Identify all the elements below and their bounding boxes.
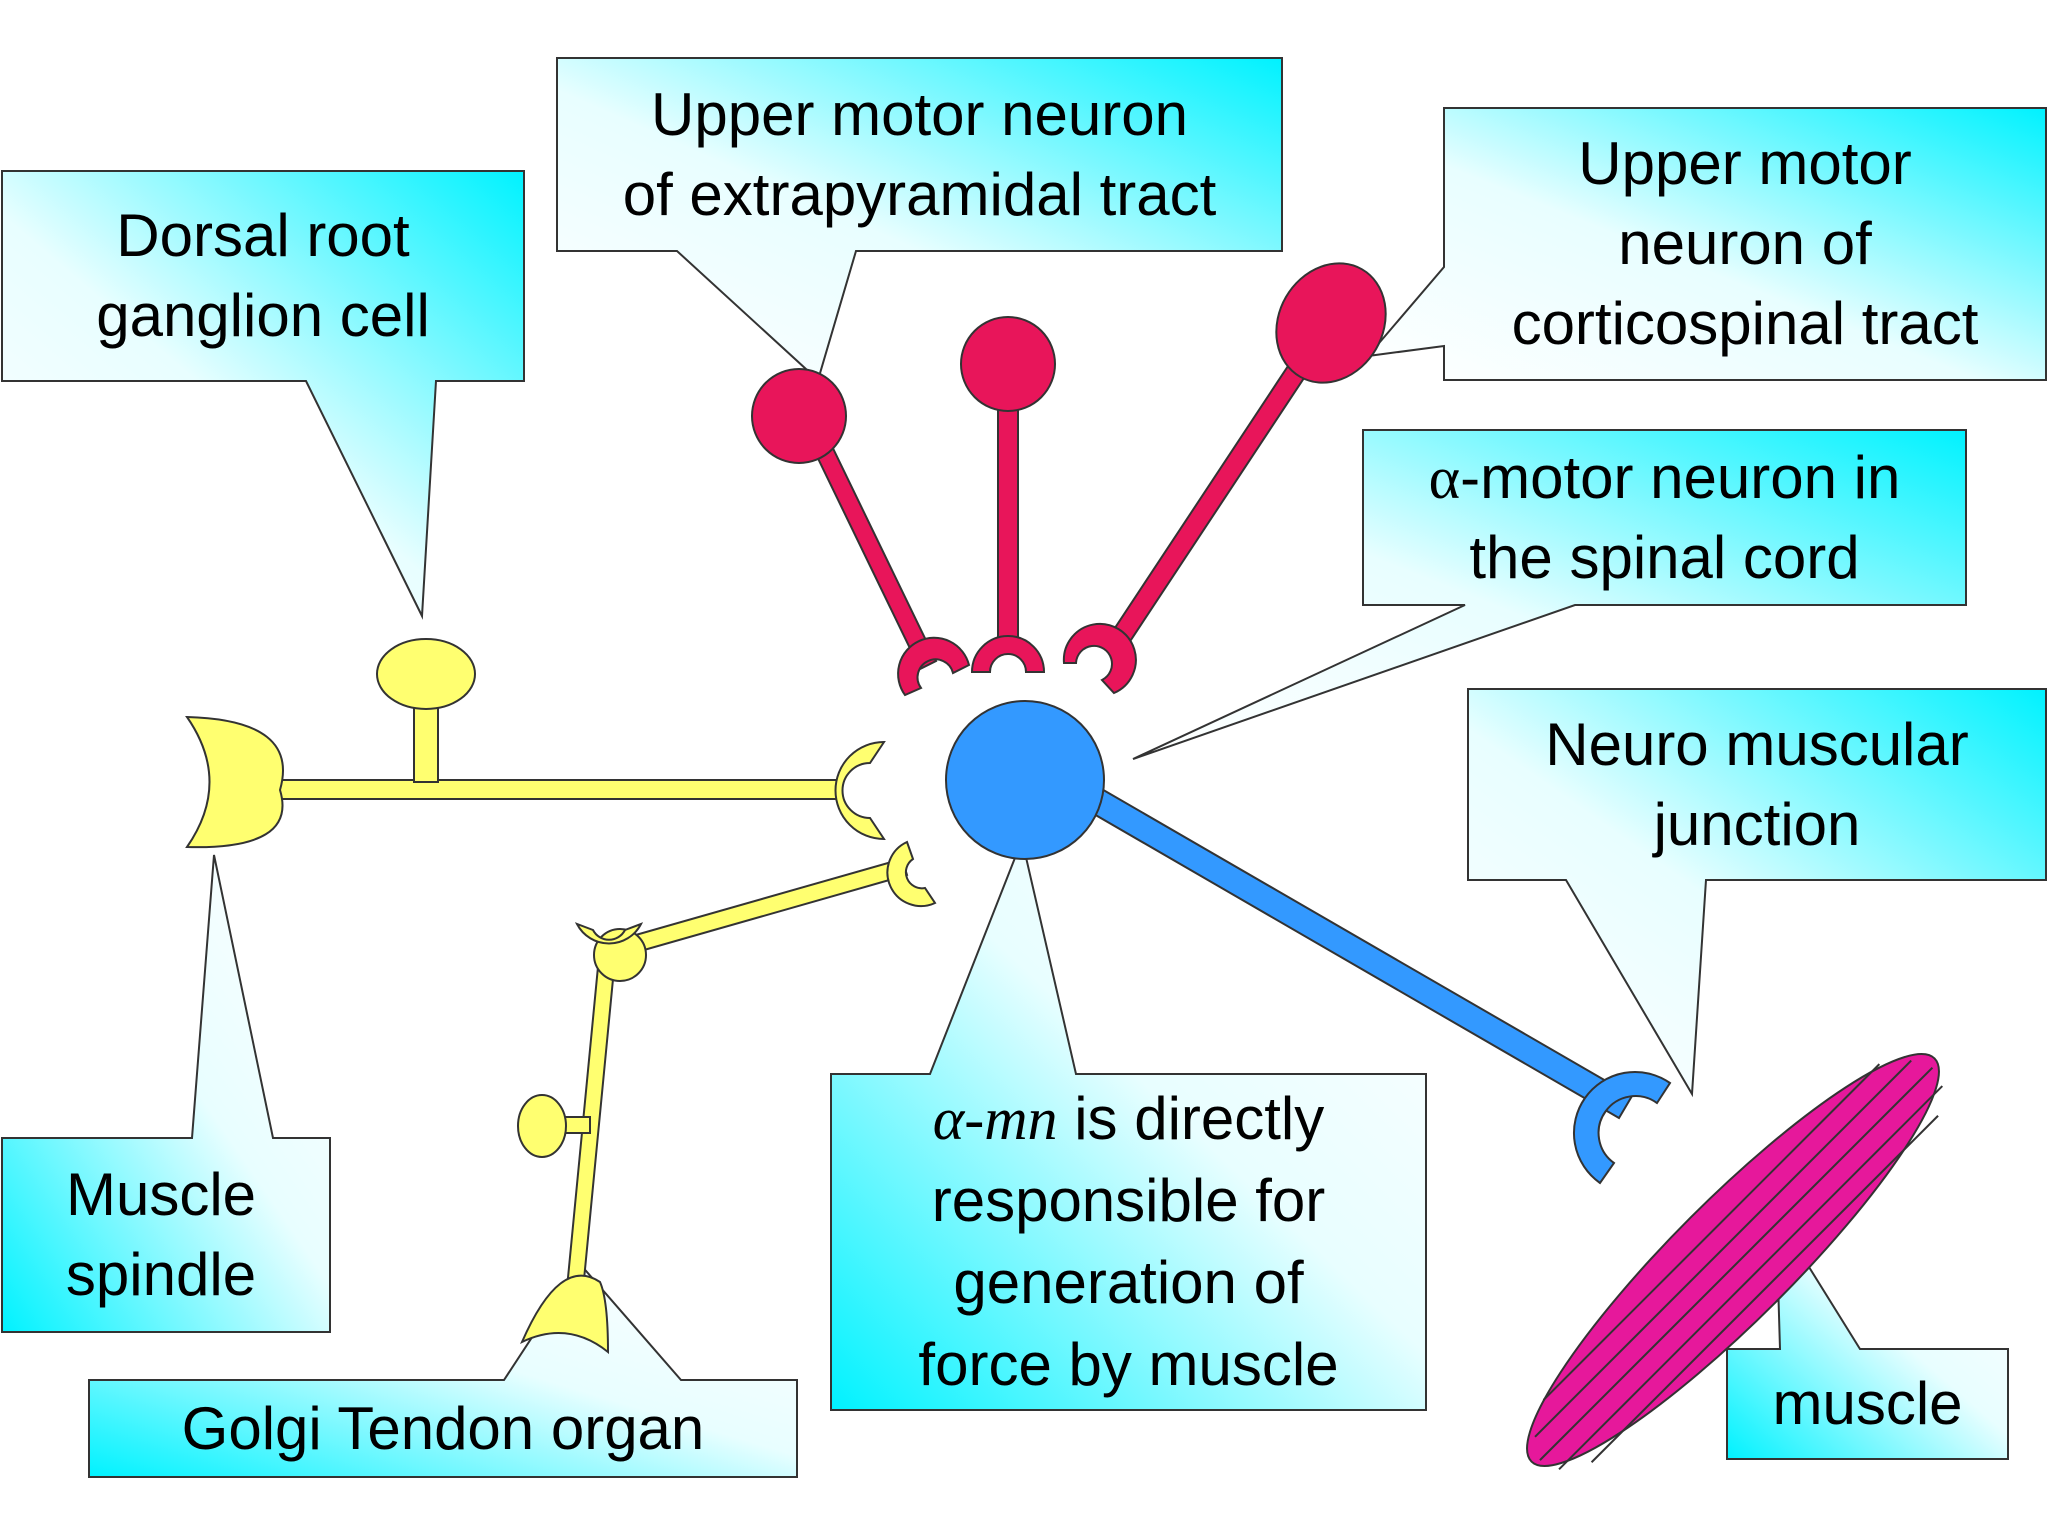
label-alpha-mn-line4: force by muscle — [918, 1331, 1339, 1398]
label-dorsal-root-line2: ganglion cell — [96, 282, 430, 349]
label-alpha-motor: α-motor neuron in the spinal cord — [1363, 430, 1966, 605]
callout-dorsal-root — [1, 170, 525, 620]
label-neuromuscular: Neuro muscular junction — [1468, 689, 2046, 880]
callout-alpha-mn — [830, 836, 1427, 1411]
synapse-cup-right — [1062, 622, 1137, 695]
callout-alpha-motor — [1132, 429, 1967, 760]
label-muscle-line1: muscle — [1772, 1370, 1963, 1437]
golgi-soma — [517, 1094, 567, 1158]
callout-upper-corticospinal — [1365, 107, 2047, 381]
golgi-synapse-cup-spinal — [886, 840, 937, 908]
label-upper-corticospinal-line1: Upper motor — [1578, 130, 1912, 197]
synapse-cup-left — [897, 636, 971, 697]
dorsal-root-stalk — [413, 699, 439, 783]
muscle-body — [1526, 1053, 1944, 1471]
upper-neuron-axon-right — [1103, 361, 1308, 657]
upper-neuron-axon-left — [809, 434, 938, 671]
callout-muscle-spindle — [1, 854, 331, 1333]
label-upper-corticospinal-line3: corticospinal tract — [1511, 290, 1979, 357]
label-alpha-mn-line1: α-mn is directly — [933, 1078, 1325, 1160]
label-golgi: Golgi Tendon organ — [89, 1380, 797, 1477]
dorsal-root-axon — [269, 779, 838, 800]
label-muscle-spindle-line1: Muscle — [65, 1161, 257, 1228]
label-upper-extrapyramidal-line2: of extrapyramidal tract — [622, 160, 1217, 228]
label-alpha-mn-line2: responsible for — [931, 1167, 1326, 1234]
upper-neuron-soma-middle — [960, 316, 1056, 412]
label-dorsal-root-line1: Dorsal root — [116, 202, 410, 269]
alpha-neuron-soma — [945, 700, 1105, 860]
callout-neuromuscular — [1467, 688, 2047, 1098]
label-upper-extrapyramidal: Upper motor neuron of extrapyramidal tra… — [557, 58, 1282, 251]
golgi-axon-upper — [602, 857, 909, 962]
upper-neuron-soma-right — [1275, 262, 1387, 384]
label-upper-extrapyramidal-line1: Upper motor neuron — [651, 80, 1188, 148]
label-alpha-mn-rest: is directly — [1057, 1085, 1325, 1152]
label-alpha-motor-line1: α-motor neuron in — [1429, 438, 1901, 518]
upper-neuron-soma-left — [751, 368, 847, 464]
label-alpha-motor-line2: the spinal cord — [1469, 523, 1860, 591]
synapse-cup-middle — [970, 635, 1046, 673]
spindle-synapse-cup — [834, 740, 886, 841]
label-dorsal-root: Dorsal root ganglion cell — [2, 171, 524, 381]
upper-neuron-axon-middle — [997, 399, 1019, 651]
callout-upper-extrapyramidal — [556, 57, 1283, 382]
label-alpha-mn: α-mn is directly responsible for generat… — [831, 1074, 1426, 1410]
dorsal-root-ganglion-soma — [376, 638, 476, 710]
golgi-tendon-ending — [520, 1274, 610, 1355]
golgi-synapse-cup-junction — [574, 922, 644, 945]
label-upper-corticospinal: Upper motor neuron of corticospinal trac… — [1444, 108, 2046, 380]
alpha-symbol: α — [1428, 444, 1461, 511]
label-upper-corticospinal-line2: neuron of — [1618, 210, 1872, 277]
label-neuromuscular-line1: Neuro muscular — [1545, 710, 1969, 778]
muscle-spindle-ending — [185, 715, 285, 849]
label-golgi-line1: Golgi Tendon organ — [181, 1394, 705, 1462]
callout-golgi — [88, 1262, 798, 1478]
nmj-cup — [1572, 1070, 1672, 1185]
label-neuromuscular-line2: junction — [1653, 790, 1861, 858]
label-muscle-spindle: Muscle spindle — [2, 1138, 320, 1332]
label-muscle-spindle-line2: spindle — [65, 1241, 257, 1308]
label-alpha-mn-line3: generation of — [953, 1249, 1304, 1316]
alpha-mn-italic: α-mn — [932, 1086, 1058, 1152]
label-muscle: muscle — [1727, 1349, 2008, 1459]
label-alpha-motor-rest: -motor neuron in — [1460, 443, 1901, 511]
